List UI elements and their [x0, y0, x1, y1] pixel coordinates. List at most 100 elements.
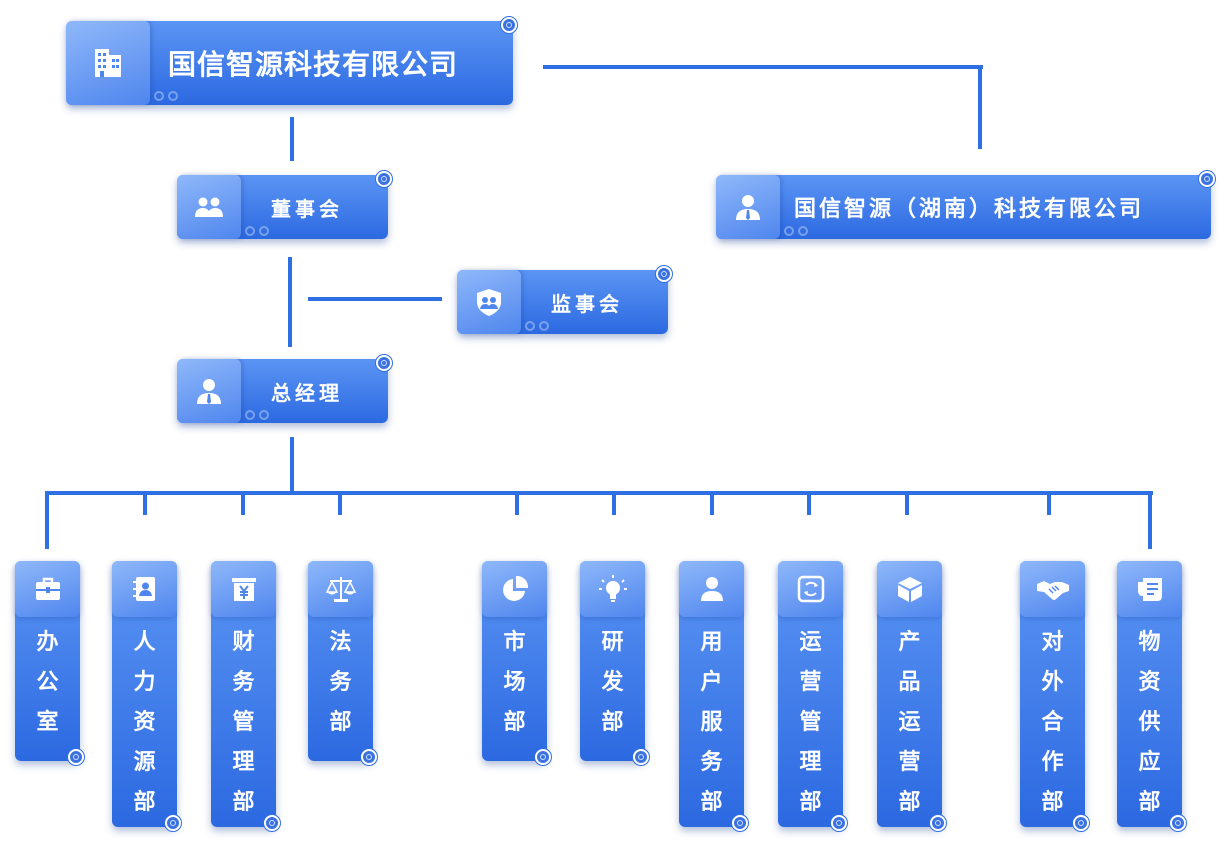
dept-corner-badge	[264, 815, 280, 831]
dept-corner-badge	[732, 815, 748, 831]
company-icon-tile	[66, 21, 150, 105]
connector-drop-6	[612, 491, 616, 515]
pie-chart-icon	[502, 575, 528, 601]
scales-icon	[325, 577, 356, 602]
dept-name: 运营管理部	[799, 630, 822, 815]
dept-icon-tile	[482, 561, 547, 617]
connector-company-subsidiary-v	[978, 65, 982, 149]
dept-icon-tile	[211, 561, 276, 617]
subsidiary-deco-1	[784, 226, 794, 236]
dept-name: 财务管理部	[232, 630, 255, 815]
briefcase-icon	[35, 577, 60, 600]
dept-hr[interactable]: 人力资源部	[112, 561, 181, 831]
dept-name: 法务部	[329, 630, 352, 735]
connector-company-board	[290, 117, 294, 161]
contacts-book-icon	[132, 577, 155, 601]
supervisors-icon-tile	[457, 270, 521, 334]
dept-corner-badge	[633, 749, 649, 765]
user-tie-icon	[736, 195, 760, 220]
dept-supply[interactable]: 物资供应部	[1117, 561, 1186, 831]
user-tie-icon	[197, 379, 221, 404]
gm-icon-tile	[177, 359, 241, 423]
subsidiary-deco-2	[798, 226, 808, 236]
dept-icon-tile	[308, 561, 373, 617]
dept-name: 用户服务部	[700, 630, 723, 815]
connector-drop-5	[515, 491, 519, 515]
dept-icon-tile	[1117, 561, 1182, 617]
dept-name: 办公室	[36, 630, 59, 735]
dept-corner-badge	[1073, 815, 1089, 831]
connector-drop-9	[905, 491, 909, 515]
subsidiary-icon-tile	[716, 175, 780, 239]
dept-icon-tile	[679, 561, 744, 617]
company-deco-2	[168, 91, 178, 101]
gm-deco-2	[259, 410, 269, 420]
dept-name: 研发部	[601, 630, 624, 735]
board-node[interactable]: 董事会	[177, 171, 392, 239]
dept-icon-tile	[15, 561, 80, 617]
company-deco-1	[154, 91, 164, 101]
dept-rnd[interactable]: 研发部	[580, 561, 649, 765]
subsidiary-corner-badge	[1199, 171, 1215, 187]
dept-corner-badge	[361, 749, 377, 765]
dept-corner-badge	[930, 815, 946, 831]
connector-drop-2	[143, 491, 147, 515]
board-deco-1	[245, 226, 255, 236]
lightbulb-icon	[598, 575, 627, 602]
connector-company-subsidiary-h	[543, 65, 983, 69]
connector-drop-1	[45, 491, 49, 549]
company-node[interactable]: 国信智源科技有限公司	[66, 17, 517, 105]
shield-user-icon	[477, 289, 501, 316]
dept-name: 对外合作部	[1041, 630, 1064, 815]
connector-drop-7	[710, 491, 714, 515]
dept-user-service[interactable]: 用户服务部	[679, 561, 748, 831]
supervisors-name: 监事会	[551, 291, 623, 316]
connector-drop-11	[1148, 491, 1152, 549]
supervisors-node[interactable]: 监事会	[457, 266, 672, 334]
subsidiary-node[interactable]: 国信智源（湖南）科技有限公司	[716, 171, 1215, 239]
dept-corner-badge	[1170, 815, 1186, 831]
dept-icon-tile	[778, 561, 843, 617]
board-corner-badge	[376, 171, 392, 187]
dept-corner-badge	[831, 815, 847, 831]
dept-operations[interactable]: 运营管理部	[778, 561, 847, 831]
dept-partnership[interactable]: 对外合作部	[1020, 561, 1089, 831]
building-icon	[95, 49, 121, 77]
board-name: 董事会	[271, 196, 343, 221]
cycle-icon	[797, 575, 824, 603]
dept-icon-tile	[1020, 561, 1085, 617]
dept-name: 物资供应部	[1138, 630, 1161, 815]
group-icon	[195, 197, 223, 217]
gm-name: 总经理	[271, 380, 343, 405]
company-corner-badge	[501, 17, 517, 33]
board-deco-2	[259, 226, 269, 236]
dept-icon-tile	[877, 561, 942, 617]
board-icon-tile	[177, 175, 241, 239]
dept-marketing[interactable]: 市场部	[482, 561, 551, 765]
gm-node[interactable]: 总经理	[177, 355, 392, 423]
dept-corner-badge	[68, 749, 84, 765]
user-icon	[700, 577, 723, 601]
dept-icon-tile	[112, 561, 177, 617]
dept-office[interactable]: 办公室	[15, 561, 84, 765]
dept-finance[interactable]: 财务管理部	[211, 561, 280, 831]
yuan-box-icon	[231, 578, 256, 601]
supervisors-corner-badge	[656, 266, 672, 282]
company-name: 国信智源科技有限公司	[168, 48, 459, 81]
connector-drop-10	[1047, 491, 1051, 515]
dept-product-ops[interactable]: 产品运营部	[877, 561, 946, 831]
connector-supervisors	[308, 297, 442, 301]
connector-board-gm	[288, 257, 292, 347]
dept-name: 市场部	[503, 630, 526, 735]
dept-name: 人力资源部	[133, 630, 156, 815]
gm-deco-1	[245, 410, 255, 420]
supervisors-deco-1	[525, 321, 535, 331]
handshake-icon	[1036, 581, 1069, 600]
connector-drop-8	[807, 491, 811, 515]
dept-legal[interactable]: 法务部	[308, 561, 377, 765]
connector-drop-3	[241, 491, 245, 515]
subsidiary-name: 国信智源（湖南）科技有限公司	[794, 197, 1145, 222]
dept-icon-tile	[580, 561, 645, 617]
dept-corner-badge	[165, 815, 181, 831]
